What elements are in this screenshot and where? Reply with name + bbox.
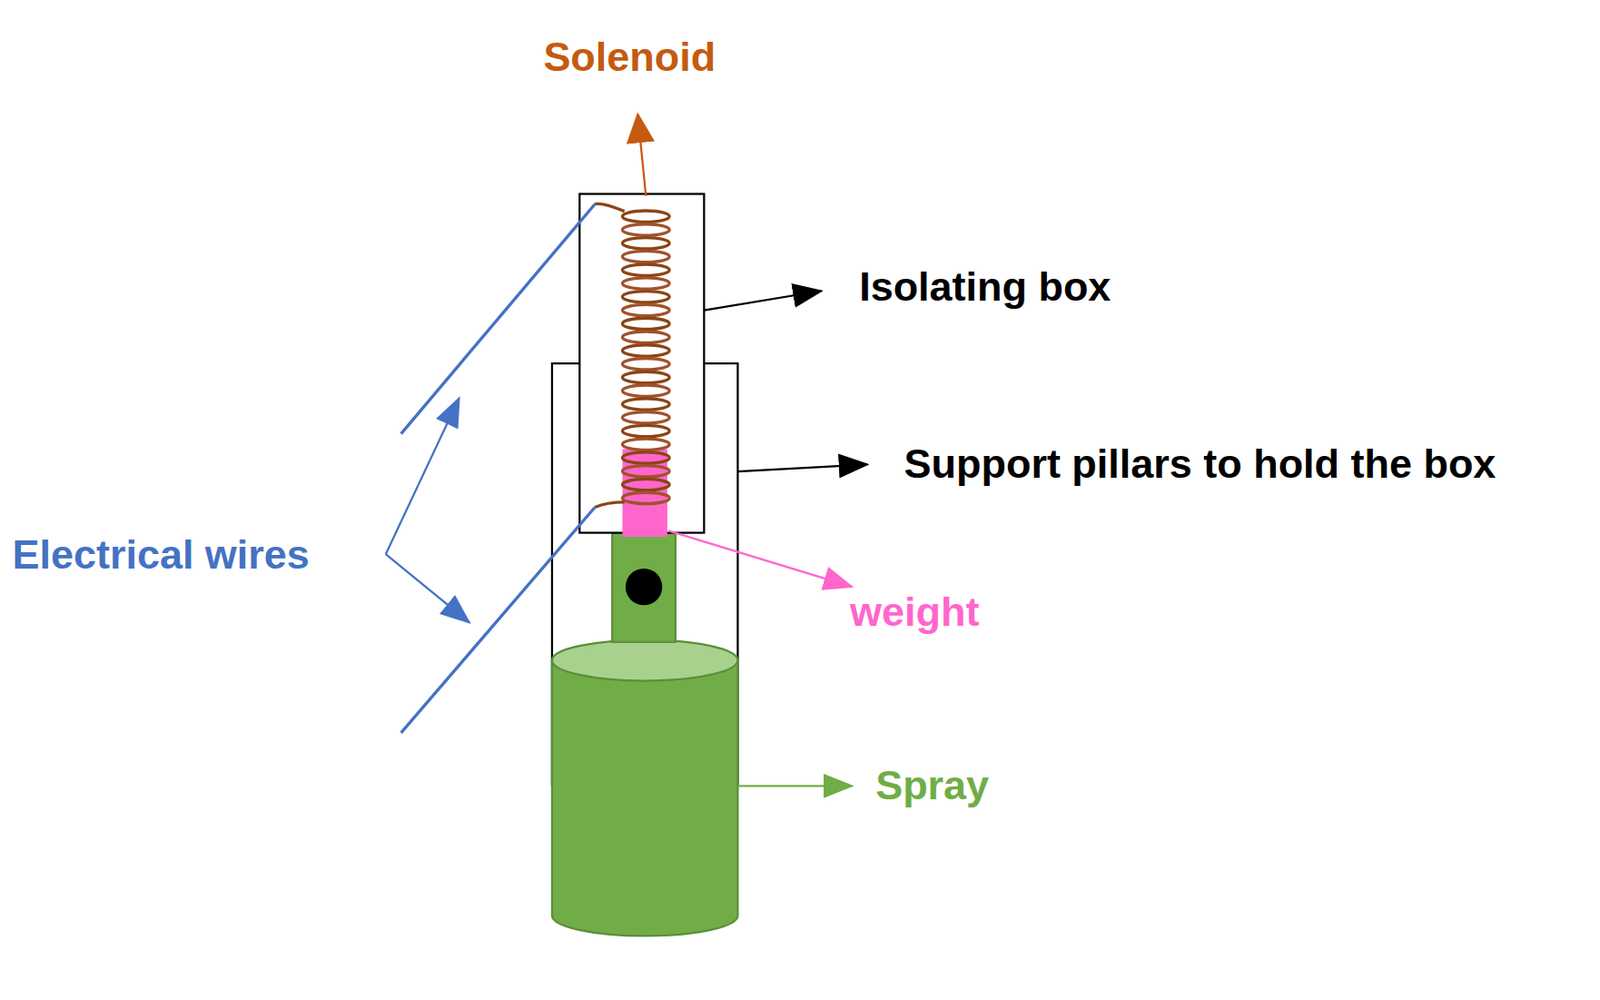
coil-turn bbox=[622, 250, 670, 262]
coil-lead bbox=[594, 203, 625, 211]
coil-turn bbox=[622, 492, 670, 504]
spray-can-top bbox=[552, 640, 739, 682]
coil-turn bbox=[622, 358, 670, 370]
coil-turn bbox=[622, 317, 670, 329]
coil-turn bbox=[622, 345, 670, 356]
part-label: Solenoid bbox=[543, 32, 716, 80]
coil-turn bbox=[622, 465, 670, 477]
leader-arrow bbox=[737, 784, 852, 787]
spray-can bbox=[552, 660, 739, 936]
coil-turn bbox=[622, 264, 670, 276]
coil-turn bbox=[622, 452, 670, 464]
coil-turn bbox=[622, 385, 670, 396]
solenoid-coil bbox=[622, 210, 670, 504]
coil-turn bbox=[622, 210, 670, 222]
leader-arrow bbox=[637, 114, 646, 197]
part-label: Spray bbox=[875, 760, 989, 809]
coil-turn bbox=[622, 478, 670, 490]
coil-turn bbox=[622, 438, 670, 450]
coil-turn bbox=[622, 424, 670, 436]
leader-arrow bbox=[385, 553, 470, 623]
coil-turn bbox=[622, 291, 670, 303]
part-label: Isolating box bbox=[859, 263, 1111, 311]
part-label: Support pillars to hold the box bbox=[904, 439, 1497, 487]
leader-arrow bbox=[668, 530, 852, 587]
leader-arrow bbox=[385, 397, 460, 554]
coil-turn bbox=[622, 412, 670, 424]
electrical-wire bbox=[401, 204, 596, 435]
nozzle-hole bbox=[625, 568, 662, 605]
coil-turn bbox=[622, 398, 670, 410]
coil-lead bbox=[594, 502, 625, 508]
leader-arrow bbox=[737, 464, 868, 472]
coil-turn bbox=[622, 304, 670, 316]
spray-nozzle bbox=[612, 533, 676, 642]
leader-arrow bbox=[703, 290, 821, 310]
part-label: weight bbox=[849, 587, 979, 635]
coil-turn bbox=[622, 331, 670, 343]
coil-turn bbox=[622, 224, 670, 236]
coil-turn bbox=[622, 277, 670, 289]
electrical-wire bbox=[401, 506, 596, 732]
coil-turn bbox=[622, 371, 670, 383]
part-label: Electrical wires bbox=[11, 530, 309, 578]
coil-turn bbox=[622, 237, 670, 249]
